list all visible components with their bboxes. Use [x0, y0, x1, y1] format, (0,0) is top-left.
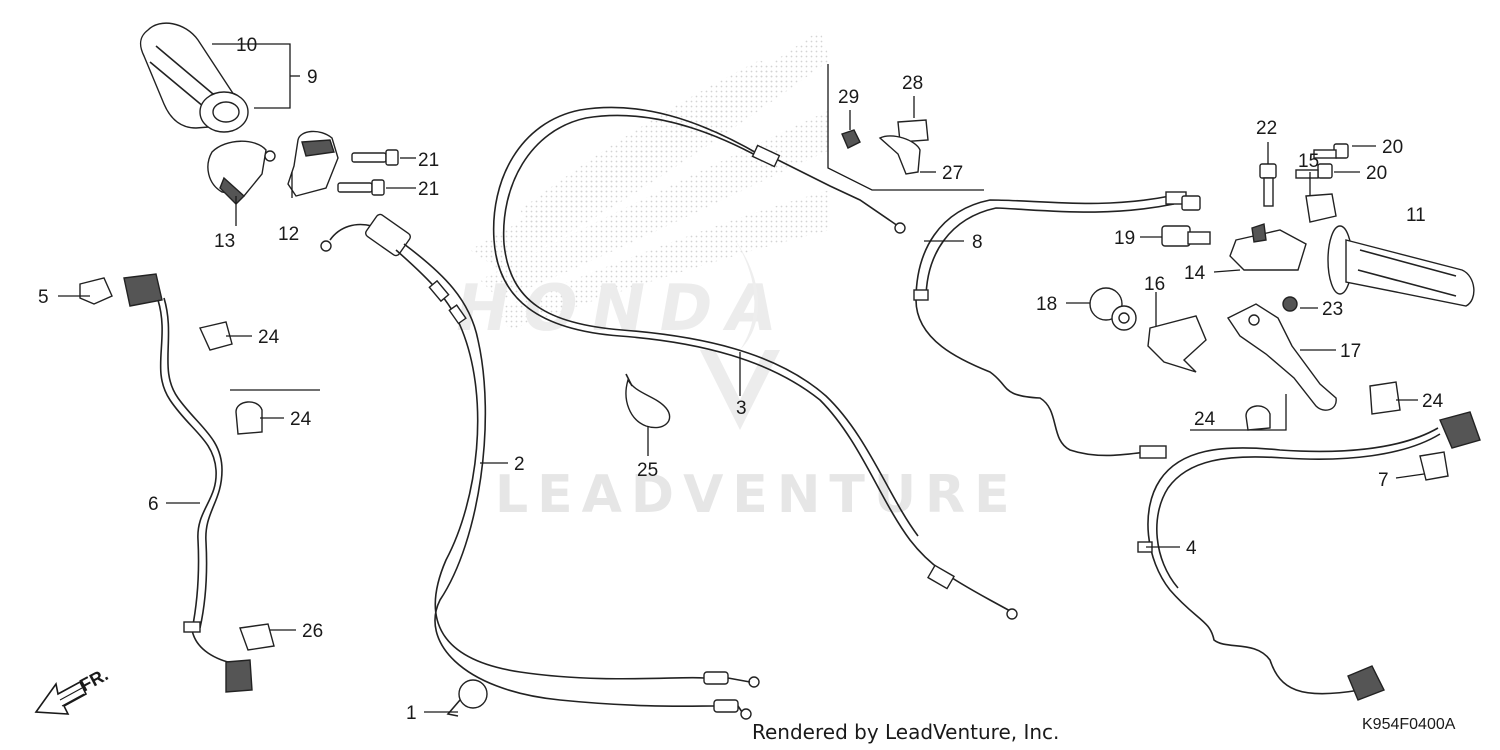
rendered-by-text: Rendered by LeadVenture, Inc.: [752, 720, 1059, 744]
callout-7: 7: [1378, 470, 1389, 491]
adjuster-19: [1161, 225, 1211, 247]
callout-8: 8: [972, 232, 983, 253]
callout-17: 17: [1340, 341, 1361, 362]
callout-24-right: 24: [1422, 391, 1444, 412]
callout-5: 5: [38, 287, 49, 308]
callout-16: 16: [1144, 274, 1165, 295]
callout-18: 18: [1036, 294, 1057, 315]
clutch-lever: [1226, 303, 1337, 411]
callout-21-lower: 21: [418, 179, 439, 200]
throttle-housing: [207, 140, 276, 205]
clamp-24-right-center: [1190, 394, 1287, 431]
holder-16: [1147, 315, 1207, 373]
honda-watermark-text: HONDA: [449, 271, 796, 345]
callout-27: 27: [942, 163, 963, 184]
bolt-21-upper: [351, 149, 399, 166]
knob-18: [1089, 287, 1137, 331]
throttle-grip: [139, 22, 249, 133]
bracket-15: [1305, 193, 1337, 223]
callout-leaders: [58, 43, 1425, 713]
clamp-24-right: [1369, 381, 1401, 415]
callout-4: 4: [1186, 538, 1197, 559]
callouts: 10 9 13 12 21 21 5 24 24 6 26 1 2 3 25 2…: [38, 35, 1444, 724]
callout-12: 12: [278, 224, 299, 245]
leadventure-watermark: LEADVENTURE: [495, 465, 1019, 525]
throttle-cables: [320, 213, 760, 720]
callout-11: 11: [1406, 205, 1426, 226]
callout-28: 28: [902, 73, 923, 94]
bolt-20-upper: [1313, 143, 1349, 159]
callout-20-lower: 20: [1366, 163, 1387, 184]
bolt-21-lower: [337, 179, 385, 196]
callout-21-upper: 21: [418, 150, 439, 171]
callout-13: 13: [214, 231, 235, 252]
left-switch-harness: [79, 273, 253, 693]
nut-23: [1282, 296, 1298, 312]
clutch-cable: [492, 106, 1018, 620]
callout-23: 23: [1322, 299, 1343, 320]
cable-band: [446, 679, 488, 717]
callout-3: 3: [736, 398, 747, 419]
front-direction-arrow: FR.: [34, 664, 111, 715]
bolt-22: [1259, 163, 1277, 207]
callout-2: 2: [514, 454, 525, 475]
callout-9: 9: [307, 67, 318, 88]
clamp-24-left-lower: [230, 389, 320, 435]
left-grip: [1327, 225, 1475, 307]
callout-14: 14: [1184, 263, 1206, 284]
callout-24-center: 24: [1194, 409, 1216, 430]
bolt-20-lower: [1295, 163, 1333, 179]
callout-15: 15: [1298, 151, 1319, 172]
callout-10: 10: [236, 35, 257, 56]
callout-29: 29: [838, 87, 859, 108]
right-switch-harness: [1137, 411, 1481, 701]
hot-start-cable: [913, 191, 1201, 459]
clamp-24-left-upper: [199, 321, 233, 351]
lever-holder-14: [1229, 223, 1307, 271]
callout-19: 19: [1114, 228, 1135, 249]
callout-20-upper: 20: [1382, 137, 1403, 158]
throttle-cover: [287, 130, 339, 197]
leadventure-logo-icon: [700, 240, 780, 430]
clip-26: [239, 623, 275, 651]
callout-24-left-upper: 24: [258, 327, 280, 348]
callout-1: 1: [406, 703, 417, 724]
honda-wing-watermark: HONDA: [449, 30, 830, 346]
callout-25: 25: [637, 460, 658, 481]
callout-26: 26: [302, 621, 323, 642]
callout-6: 6: [148, 494, 159, 515]
callout-24-left-lower: 24: [290, 409, 312, 430]
diagram-code: K954F0400A: [1362, 716, 1456, 733]
clutch-clamp: [827, 64, 984, 191]
callout-22: 22: [1256, 118, 1277, 139]
cable-tie: [625, 373, 671, 429]
